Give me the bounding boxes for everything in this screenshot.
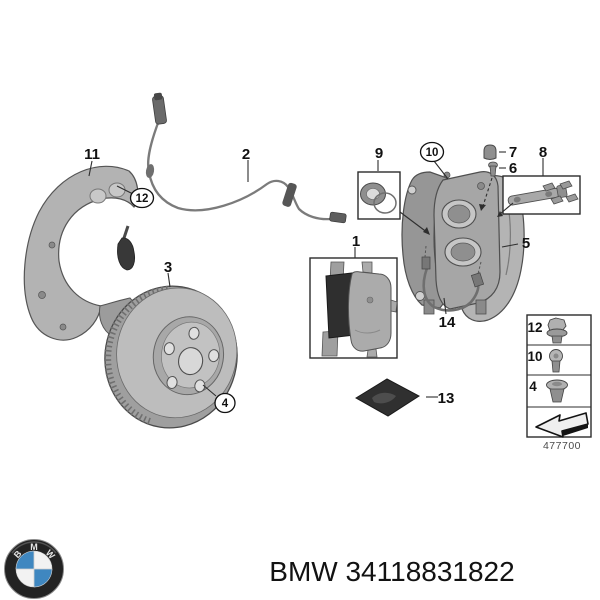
pad-clip-drawing xyxy=(559,180,573,190)
callout-3: 3 xyxy=(164,259,172,276)
wire-end-fitting xyxy=(329,211,347,224)
callout-circle-10: 10 xyxy=(419,141,445,163)
disc-center-bore xyxy=(178,347,204,376)
direction-arrow-icon xyxy=(535,412,589,438)
dust-seal-ring xyxy=(373,192,397,214)
sensor-head xyxy=(282,182,297,207)
svg-text:4: 4 xyxy=(222,398,229,410)
logo-letter-m: M xyxy=(30,542,38,552)
fastener-row: 4 xyxy=(529,379,568,403)
shield-bolt-hole xyxy=(108,182,126,198)
callout-8: 8 xyxy=(539,144,547,161)
callout-13: 13 xyxy=(438,390,455,407)
callout-11: 11 xyxy=(84,146,100,163)
brake-pad-right xyxy=(347,261,398,358)
part-number-text: BMW 34118831822 xyxy=(269,556,514,587)
countersunk-screw-icon xyxy=(546,379,568,403)
pads-box xyxy=(309,257,398,359)
pad-clip-drawing xyxy=(550,195,564,205)
shield-emboss xyxy=(89,188,107,204)
bleeder-cap-drawing xyxy=(483,144,497,160)
fastener-table: 12 10 4 477700 xyxy=(526,314,592,452)
fastener-qty: 10 xyxy=(527,349,542,364)
torx-screw-icon xyxy=(549,349,563,373)
retainer-kit-box xyxy=(502,175,581,215)
fastener-row: 12 xyxy=(527,317,568,344)
callout-2: 2 xyxy=(242,146,250,163)
callout-6: 6 xyxy=(509,160,517,177)
hose-fitting xyxy=(421,256,431,270)
callout-circle-4: 4 xyxy=(214,392,236,414)
callout-1: 1 xyxy=(352,233,360,250)
shield-grommet-drawing xyxy=(117,237,135,271)
callout-labels: 1 2 3 5 6 7 8 9 11 13 14 4 10 12 xyxy=(84,141,547,414)
disc-bolt-hole xyxy=(163,342,175,356)
callout-5: 5 xyxy=(522,235,530,252)
fastener-row: 10 xyxy=(527,349,563,373)
disc-bolt-hole xyxy=(188,326,200,340)
diagram-code: 477700 xyxy=(543,440,581,452)
pad-clip-drawing xyxy=(542,182,556,192)
brake-hose-drawing xyxy=(421,245,485,312)
hose-fitting xyxy=(470,272,485,288)
svg-text:12: 12 xyxy=(136,193,149,205)
fastener-qty: 4 xyxy=(529,379,537,394)
brake-disc-drawing xyxy=(104,285,238,429)
pad-clip-drawing xyxy=(565,193,579,203)
grease-sachet-drawing xyxy=(355,378,420,417)
bleeder-boss xyxy=(477,182,485,190)
bleeder-screw-drawing xyxy=(488,161,498,177)
disc-bolt-hole xyxy=(166,375,178,389)
hex-flange-bolt-icon xyxy=(546,317,568,344)
logo-letter-b: B xyxy=(12,548,24,560)
sensor-connector xyxy=(152,92,167,125)
sensor-wire-drawing xyxy=(145,92,347,224)
callout-9: 9 xyxy=(375,145,383,162)
wire-clip xyxy=(145,164,155,178)
seal-kit-box xyxy=(357,171,401,220)
svg-text:10: 10 xyxy=(426,147,439,159)
caliper-lug-hole xyxy=(407,185,417,195)
callout-7: 7 xyxy=(509,144,517,161)
bmw-logo: B M W xyxy=(4,539,64,599)
direction-arrow-shadow xyxy=(563,424,588,436)
callout-circle-12: 12 xyxy=(129,187,155,209)
fastener-qty: 12 xyxy=(527,320,542,335)
callout-14: 14 xyxy=(439,314,456,331)
disc-bolt-hole xyxy=(208,349,220,363)
leader-lines xyxy=(88,151,544,398)
